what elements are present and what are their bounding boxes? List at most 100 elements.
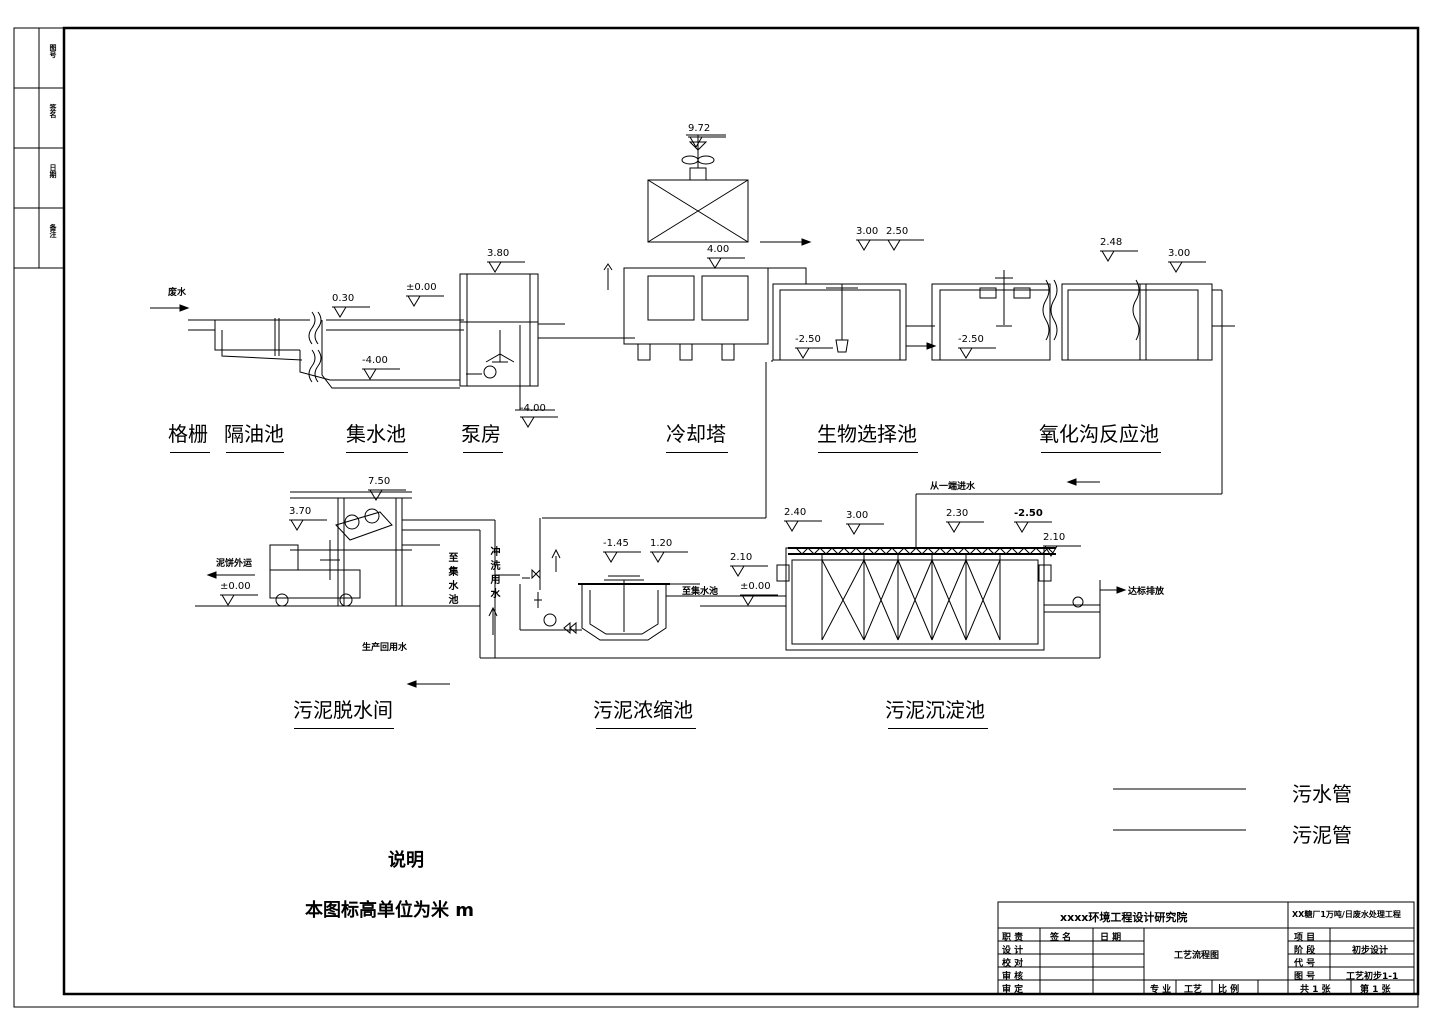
label-underline (818, 452, 918, 453)
unit-label-grid: 格栅 (168, 422, 208, 446)
elevation-marker (731, 565, 745, 577)
elevation-label: 2.10 (1043, 532, 1066, 543)
elevation-marker (887, 239, 901, 251)
unit-label-sump: 集水池 (346, 422, 406, 446)
title-sheets-total: 共 1 张 (1300, 985, 1331, 995)
elevation-marker (407, 295, 421, 307)
flow-note-mud-out: 泥饼外运 (216, 559, 253, 569)
flow-note-inflow: 废水 (168, 288, 187, 298)
title-block (997, 901, 1415, 995)
label-underline (596, 728, 696, 729)
flow-note-one-end: 从一端进水 (930, 482, 976, 492)
elevation-marker (521, 416, 535, 428)
elevation-marker (363, 368, 377, 380)
elevation-marker (947, 521, 961, 533)
elevation-marker (847, 523, 861, 535)
title-right-label: 图 号 (1294, 972, 1316, 982)
title-bottom: 专 业 (1150, 985, 1172, 995)
unit-label-dewater: 污泥脱水间 (293, 698, 393, 722)
title-bottom: 工艺 (1184, 985, 1203, 995)
elevation-marker (369, 489, 383, 501)
elevation-label: 2.40 (784, 507, 807, 518)
elevation-marker (651, 551, 665, 563)
elevation-label: ±0.00 (740, 581, 771, 592)
elevation-label: -1.45 (603, 538, 629, 549)
title-sheet-no: 第 1 张 (1360, 985, 1391, 995)
elevation-label: 0.30 (332, 293, 355, 304)
notes-text: 本图标高单位为米 m (305, 900, 475, 921)
elevation-label: -2.50 (795, 334, 821, 345)
elevation-marker (604, 551, 618, 563)
title-role: 审 定 (1002, 985, 1024, 995)
notes-heading: 说明 (388, 850, 424, 871)
title-header-col: 日 期 (1100, 933, 1122, 943)
elevation-label: 2.50 (886, 226, 909, 237)
label-underline (346, 452, 408, 453)
elevation-label: 3.00 (1168, 248, 1191, 259)
elevation-marker (708, 257, 722, 269)
elevation-label: ±0.00 (220, 581, 251, 592)
elevation-label: -2.50 (1014, 508, 1043, 519)
elevation-label: 3.70 (289, 506, 312, 517)
flow-note-reuse: 生产回用水 (362, 643, 408, 653)
label-underline (170, 452, 210, 453)
elevation-label: 9.72 (688, 123, 711, 134)
elevation-marker (796, 347, 810, 359)
elevation-marker (221, 594, 235, 606)
title-right-label: 代 号 (1294, 959, 1316, 969)
elevation-label: -4.00 (362, 355, 388, 366)
elevation-label: -2.50 (958, 334, 984, 345)
elevation-label: -4.00 (520, 403, 546, 414)
label-underline (888, 728, 988, 729)
legend-sewage-label: 污水管 (1292, 782, 1352, 806)
elevation-label: 3.00 (856, 226, 879, 237)
title-right-label: 阶 段 (1294, 946, 1316, 956)
label-underline (294, 728, 394, 729)
elevation-marker (1015, 521, 1029, 533)
unit-label-bio: 生物选择池 (817, 422, 917, 446)
title-role: 审 核 (1002, 972, 1024, 982)
title-role: 校 对 (1002, 959, 1024, 969)
unit-label-oil: 隔油池 (224, 422, 284, 446)
title-drawing-name: 工艺流程图 (1174, 951, 1220, 961)
unit-label-cooling: 冷却塔 (666, 422, 726, 446)
elevation-label: 2.48 (1100, 237, 1123, 248)
unit-label-settle: 污泥沉淀池 (885, 698, 985, 722)
elevation-marker (959, 347, 973, 359)
elevation-label: 3.80 (487, 248, 510, 259)
elevation-marker (1169, 261, 1183, 273)
title-role: 设 计 (1002, 946, 1024, 956)
side-strip-cell: 签名 (49, 104, 57, 118)
elevation-marker (1101, 250, 1115, 262)
elevation-label: 4.00 (707, 244, 730, 255)
elevation-marker (689, 136, 703, 148)
elevation-label: 1.20 (650, 538, 673, 549)
inner-frame (62, 26, 1420, 996)
title-stage: 初步设计 (1352, 946, 1389, 956)
elevation-label: 3.00 (846, 510, 869, 521)
side-strip-cell: 图号 (49, 44, 57, 58)
elevation-marker (488, 261, 502, 273)
elevation-label: 2.30 (946, 508, 969, 519)
elevation-marker (1044, 545, 1058, 557)
flow-note-discharge: 达标排放 (1128, 587, 1165, 597)
title-project: XX糖厂1万吨/日废水处理工程 (1292, 910, 1401, 919)
side-strip-cell: 备注 (49, 224, 57, 238)
label-underline (666, 452, 728, 453)
elevation-label: ±0.00 (406, 282, 437, 293)
unit-label-thicken: 污泥浓缩池 (593, 698, 693, 722)
elevation-marker (333, 306, 347, 318)
unit-label-pump: 泵房 (461, 422, 501, 446)
elevation-label: 2.10 (730, 552, 753, 563)
elevation-marker (741, 594, 755, 606)
title-bottom: 比 例 (1218, 985, 1240, 995)
flow-note-flush: 冲洗用水 (488, 546, 499, 602)
title-drawing-no: 工艺初步1-1 (1346, 972, 1399, 982)
title-role: 职 责 (1002, 933, 1024, 943)
elevation-marker (857, 239, 871, 251)
label-underline (1041, 452, 1161, 453)
elevation-marker (290, 519, 304, 531)
label-underline (226, 452, 284, 453)
label-underline (463, 452, 503, 453)
